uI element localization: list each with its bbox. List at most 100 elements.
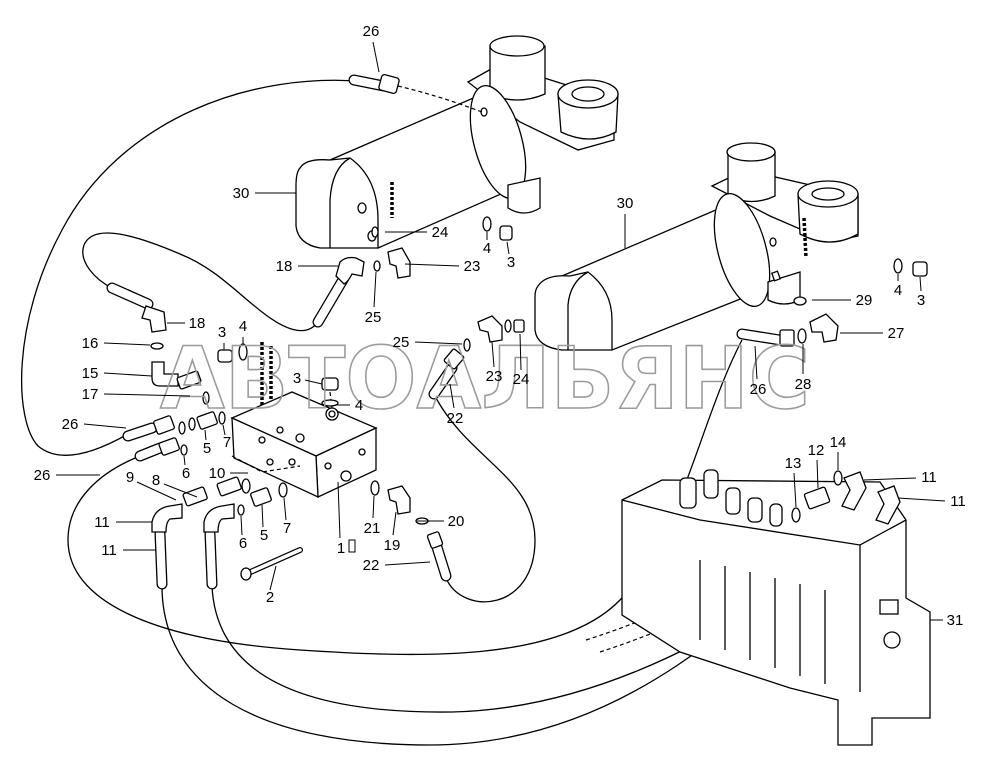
- elbow-fitting: [203, 503, 235, 533]
- leader-line: [404, 263, 460, 267]
- callout-11: 11: [101, 542, 117, 559]
- hose-fitting: [443, 348, 465, 370]
- plug-cap: [499, 225, 513, 241]
- port-hole: [769, 237, 777, 247]
- callout-14: 14: [830, 434, 847, 451]
- seal-washer: [371, 226, 379, 238]
- callout-18: 18: [189, 315, 206, 332]
- callout-25: 25: [393, 334, 410, 351]
- hose-end-tube-fill: [123, 423, 157, 441]
- distributor-edge: [621, 499, 907, 546]
- callout-3: 3: [917, 292, 925, 309]
- cylinder-stub: [507, 177, 541, 214]
- leader-line: [83, 423, 127, 429]
- callout-4: 4: [894, 282, 902, 299]
- connection-line: [397, 85, 483, 113]
- leader-line: [222, 424, 226, 436]
- leader-line: [414, 341, 463, 345]
- valve-spool: [725, 487, 741, 515]
- leader-line: [863, 477, 917, 481]
- leader-line: [136, 481, 177, 501]
- leader-line: [103, 372, 153, 377]
- seal-washer: [893, 258, 903, 274]
- callout-11: 11: [94, 514, 110, 531]
- elbow-fitting: [335, 256, 365, 285]
- elbow-fitting: [477, 315, 503, 343]
- seal-washer: [237, 504, 245, 516]
- port-hole: [770, 270, 782, 282]
- callout-24: 24: [513, 371, 530, 388]
- seal-washer: [241, 478, 251, 494]
- seal-washer: [791, 507, 801, 523]
- mounting-ring-bore: [811, 187, 845, 201]
- valve-spool: [747, 497, 763, 523]
- seal-washer: [504, 319, 512, 333]
- hose-fitting: [779, 329, 795, 347]
- cylinder-end-cap: [534, 271, 613, 351]
- leader-line: [519, 333, 522, 371]
- port-hole: [883, 631, 901, 649]
- seal-washer: [370, 480, 380, 496]
- port-hole: [340, 470, 352, 482]
- leader-line: [449, 383, 455, 409]
- union-fitting: [196, 411, 218, 430]
- callout-31: 31: [947, 612, 964, 629]
- callout-8: 8: [152, 472, 160, 489]
- end-cap-edge: [567, 271, 589, 350]
- callout-5: 5: [203, 440, 211, 457]
- trunnion-tube-top: [489, 35, 545, 57]
- callout-26: 26: [62, 416, 79, 433]
- callout-24: 24: [432, 224, 449, 241]
- leader-line: [337, 481, 341, 539]
- connection-line: [231, 455, 301, 473]
- union-fitting: [250, 487, 272, 507]
- callout-4: 4: [355, 397, 363, 414]
- callout-23: 23: [464, 258, 481, 275]
- hose-end-tube-fill: [431, 539, 451, 581]
- elbow-fitting: [809, 313, 839, 343]
- hose-end-tube-fill: [429, 363, 457, 399]
- watermark: АВТОАЛЬЯНС: [160, 329, 810, 429]
- hose-end-tube-fill: [107, 283, 153, 309]
- port-hole: [258, 436, 266, 444]
- leader-line: [392, 511, 397, 536]
- hose-end-tube-fill: [155, 529, 167, 589]
- leader-line: [240, 515, 243, 536]
- seal-washer: [463, 338, 471, 352]
- union-fitting: [158, 437, 180, 456]
- plug-cap: [912, 261, 928, 277]
- callout-25: 25: [365, 309, 382, 326]
- port-hole: [328, 410, 336, 418]
- seal-washer: [482, 216, 492, 232]
- callout-13: 13: [785, 455, 802, 472]
- elbow-fitting: [151, 361, 179, 387]
- port-hole: [358, 448, 366, 456]
- elbow-fitting: [141, 305, 167, 333]
- elbow-fitting: [387, 247, 411, 279]
- mounting-bolt-core: [244, 548, 302, 576]
- valve-spool: [703, 469, 719, 499]
- union-fitting: [803, 486, 831, 510]
- leader-line: [384, 561, 431, 566]
- leader-line: [261, 504, 264, 528]
- callout-20: 20: [448, 513, 465, 530]
- valve-spool: [679, 477, 697, 509]
- callout-19: 19: [384, 537, 401, 554]
- valve-block-side: [231, 416, 319, 499]
- callout-30: 30: [233, 185, 250, 202]
- callout-9: 9: [126, 469, 134, 486]
- hose-22: [435, 397, 536, 603]
- elbow-fitting: [387, 485, 411, 515]
- callout-16: 16: [82, 335, 99, 352]
- end-cap-edge: [329, 157, 351, 248]
- callout-15: 15: [82, 365, 99, 382]
- port-hole: [276, 426, 284, 434]
- hidden-hose-line: [599, 539, 847, 653]
- hydraulic-cylinder-left: [295, 35, 619, 249]
- leader-line: [183, 455, 186, 466]
- callout-17: 17: [82, 386, 99, 403]
- seal-washer: [278, 482, 288, 498]
- seal-washer: [797, 328, 807, 344]
